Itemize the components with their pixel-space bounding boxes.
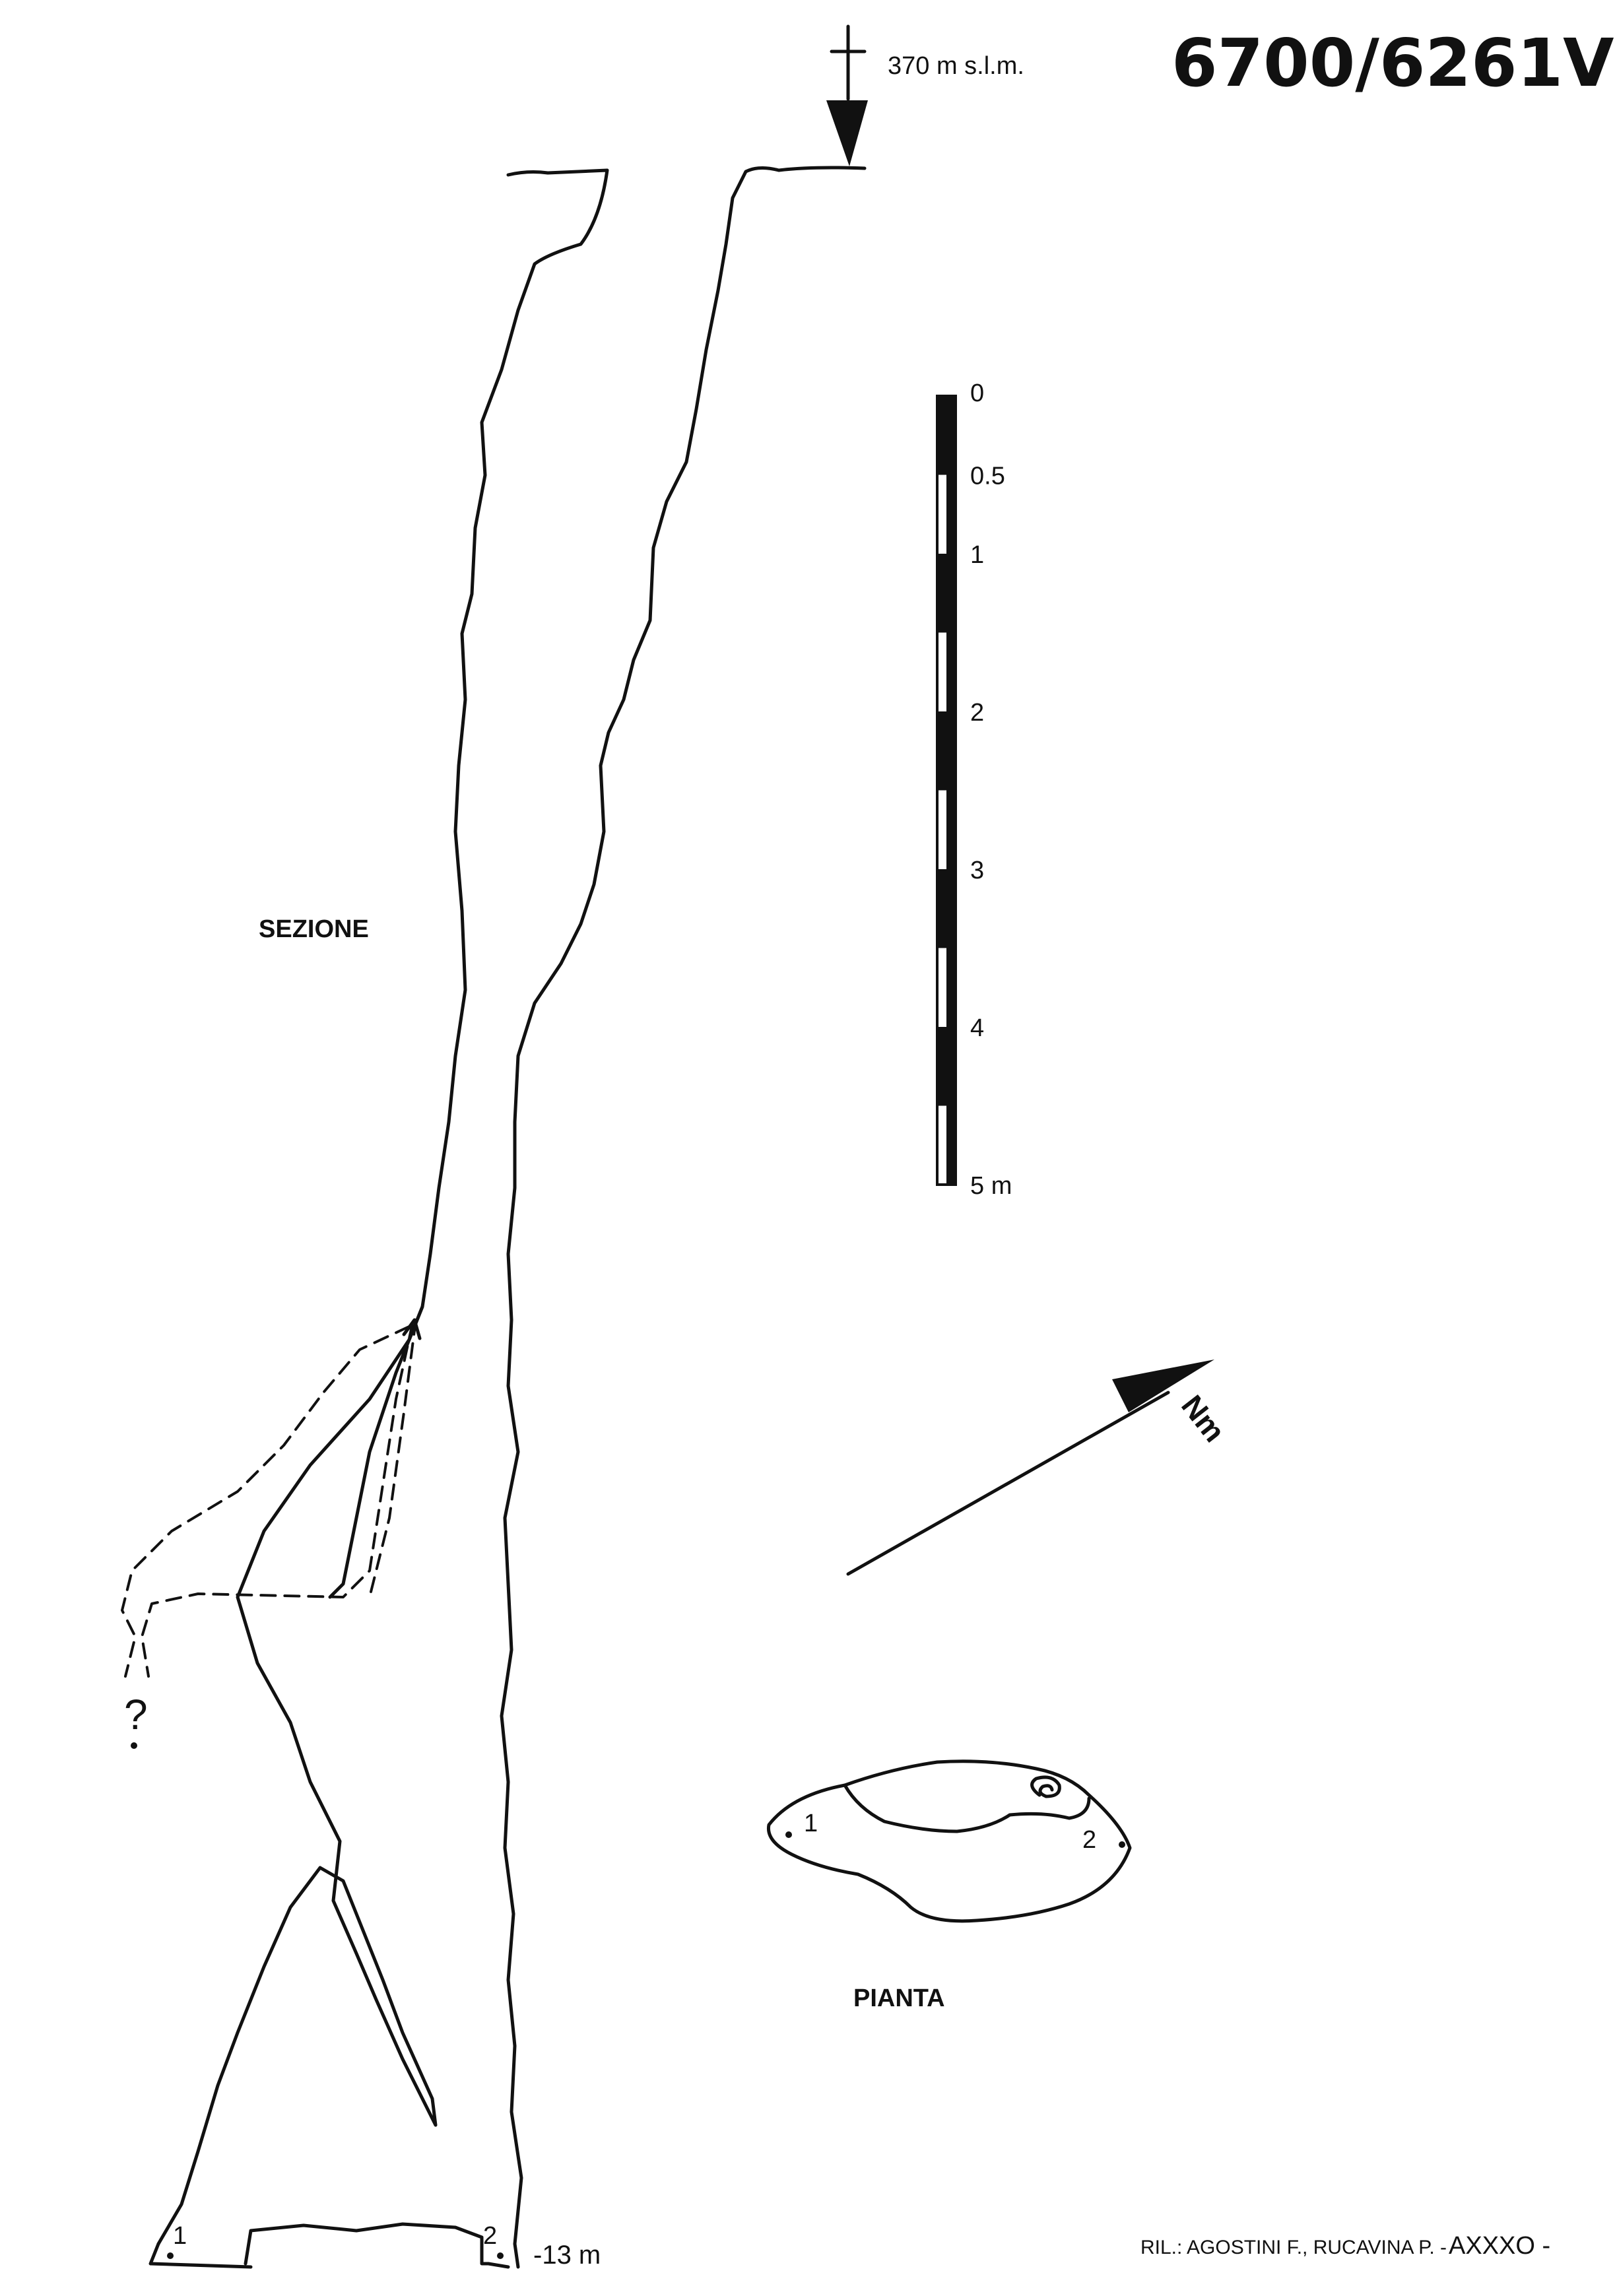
scale-bar-segment — [937, 1027, 956, 1106]
scale-bar-segment — [946, 1105, 956, 1185]
plan-station-1: 1 — [804, 1810, 818, 1837]
scale-tick-label: 0.5 — [970, 463, 1005, 490]
scale-bar-segment — [937, 554, 956, 633]
section-station-dot-1 — [167, 2252, 174, 2259]
scale-tick-label: 3 — [970, 857, 984, 884]
plan-title: PIANTA — [853, 1984, 945, 2012]
scale-bar-segment — [937, 869, 956, 948]
scale-bar: 0 0.5 1 2 3 4 5 m — [936, 379, 1012, 1200]
catasto-number: 6700/6261VG — [1171, 24, 1615, 102]
plan-station-2: 2 — [1082, 1826, 1096, 1854]
section-floor-block — [244, 2222, 510, 2269]
plan-station-dot-1 — [785, 1831, 792, 1838]
unknown-passage-dot — [131, 1742, 137, 1749]
scale-tick-label: 2 — [970, 699, 984, 727]
plan-station-dot-2 — [1119, 1841, 1125, 1848]
scale-bar-segment — [937, 396, 956, 475]
section-station-2: 2 — [483, 2222, 497, 2250]
scale-tick-label: 4 — [970, 1014, 984, 1042]
section-inner-line — [328, 1305, 424, 1599]
surveyors-credit: RIL.: AGOSTINI F., RUCAVINA P. - — [1140, 2237, 1447, 2258]
section-title: SEZIONE — [259, 915, 369, 943]
plan-shaft-spiral-icon — [1030, 1775, 1061, 1798]
unknown-passage-mark: ? — [124, 1691, 148, 1738]
section-station-dot-2 — [497, 2252, 504, 2259]
section-drawing: ? — [121, 166, 867, 2269]
section-dashed-passage — [121, 1325, 411, 1678]
north-label: Nm — [1175, 1389, 1232, 1448]
group-credit: AXXXO - — [1449, 2232, 1550, 2260]
altitude-label: 370 m s.l.m. — [888, 52, 1024, 80]
north-arrow: Nm — [846, 1360, 1232, 1576]
scale-tick-label: 0 — [970, 379, 984, 407]
section-bottom-depth: -13 m — [533, 2241, 601, 2270]
section-station-1: 1 — [173, 2222, 187, 2250]
scale-bar-segment — [946, 790, 956, 869]
scale-bar-segment — [946, 948, 956, 1027]
scale-tick-label: 5 m — [970, 1172, 1012, 1200]
section-right-wall — [500, 166, 867, 2269]
entrance-marker — [826, 24, 868, 166]
section-left-wall — [156, 168, 609, 2246]
scale-bar-segment — [937, 711, 956, 791]
scale-bar-segment — [946, 632, 956, 711]
section-bottom-left — [148, 2242, 253, 2269]
entrance-arrow-icon — [826, 100, 868, 166]
scale-bar-segment — [946, 475, 956, 554]
dashed-arrow-head-icon — [402, 1318, 422, 1340]
plan-outline — [766, 1759, 1132, 1923]
scale-tick-label: 1 — [970, 541, 984, 569]
north-arrow-head-icon — [1112, 1360, 1214, 1412]
section-dashed-loop — [141, 1319, 417, 1678]
plan-inner-ledge — [843, 1783, 1091, 1833]
plan-drawing — [766, 1759, 1132, 1923]
north-arrow-shaft — [846, 1391, 1170, 1576]
